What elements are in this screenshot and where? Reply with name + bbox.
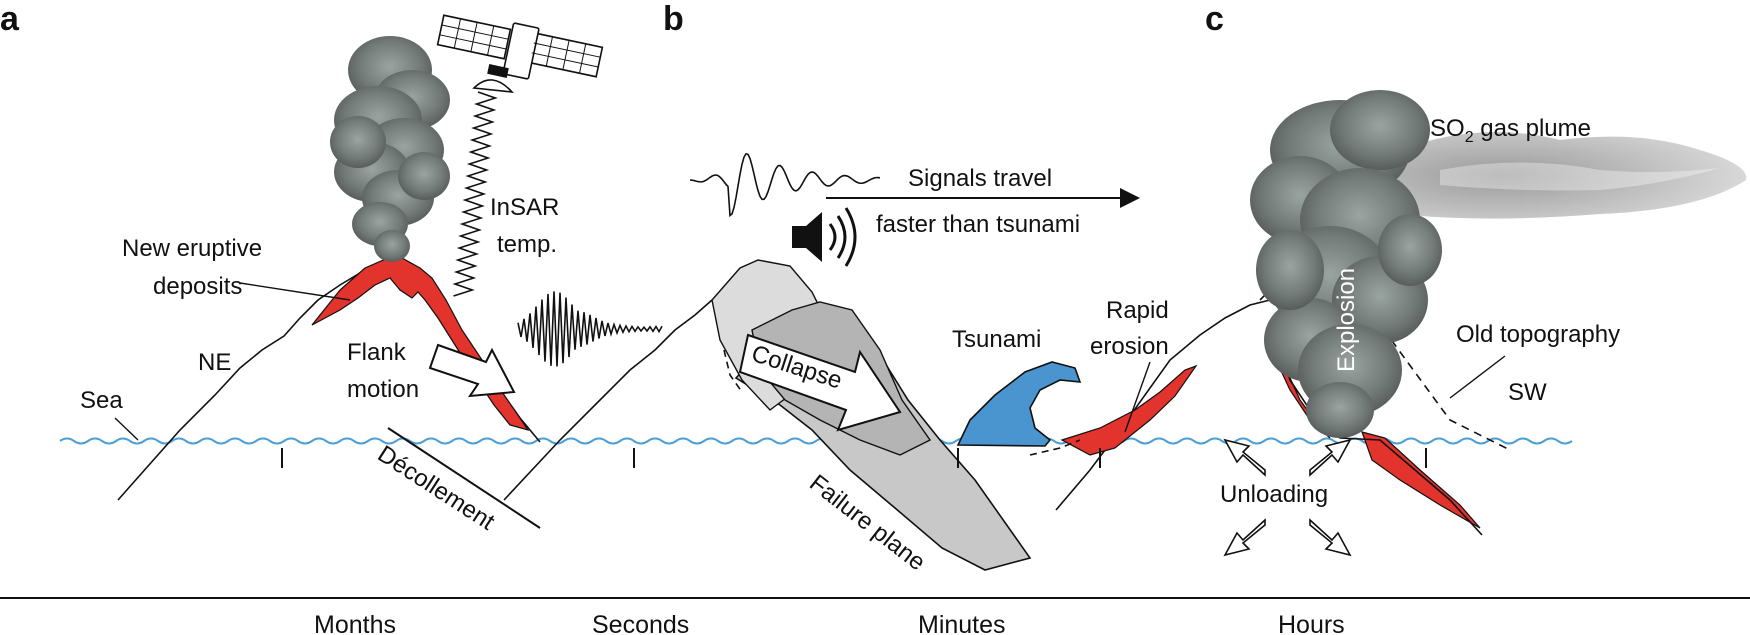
satellite-icon	[436, 14, 604, 94]
seismogram-a	[517, 291, 663, 367]
old-slope-dashed	[723, 349, 743, 393]
rapid-erosion-deposit	[1060, 364, 1198, 456]
so2-gas-plume	[1397, 132, 1747, 219]
insar-signal-zigzag	[452, 91, 498, 297]
leader-sea	[114, 417, 139, 441]
label-so2-subscript: 2	[1465, 129, 1474, 146]
panel-c: Explosion SO2 gas plume Rapid erosion Ol…	[1029, 90, 1747, 557]
eruption-plume-a	[330, 36, 450, 262]
label-flank-2: motion	[347, 376, 419, 403]
label-sw: SW	[1508, 379, 1547, 406]
label-signals-2: faster than tsunami	[876, 211, 1080, 238]
leader-old-topography	[1449, 355, 1506, 399]
explosion-plume	[1250, 90, 1442, 438]
volcano-outline-b	[503, 299, 713, 501]
decollement-line	[387, 427, 541, 529]
tsunami-wave	[956, 361, 1082, 447]
timeline-months: Months	[314, 611, 396, 635]
seismogram-b	[689, 152, 881, 218]
leader-deposits	[239, 282, 351, 301]
crater-red-right	[1361, 431, 1481, 529]
label-rapid-1: Rapid	[1106, 297, 1169, 324]
label-flank-1: Flank	[347, 339, 407, 366]
label-explosion: Explosion	[1333, 268, 1360, 372]
leader-rapid-erosion	[1124, 361, 1151, 433]
timeline-minutes: Minutes	[918, 611, 1006, 635]
label-so2-prefix: SO	[1430, 115, 1465, 142]
panel-letter-c: c	[1205, 0, 1224, 38]
label-signals-1: Signals travel	[908, 165, 1052, 192]
speaker-icon	[792, 207, 857, 267]
unloading-arrows	[1223, 438, 1352, 557]
collapse-arrow	[738, 333, 902, 432]
label-sea: Sea	[80, 387, 123, 414]
flank-motion-arrow	[428, 343, 516, 398]
label-so2-suffix: gas plume	[1474, 115, 1591, 142]
timeline-hours: Hours	[1278, 611, 1345, 635]
label-ne: NE	[198, 349, 231, 376]
erosion-dashed	[1029, 439, 1081, 456]
label-new-eruptive-2: deposits	[153, 273, 242, 300]
sea-wave-line	[59, 437, 1573, 445]
panel-letter-a: a	[0, 0, 20, 38]
label-insar-1: InSAR	[490, 194, 559, 221]
label-old-topography: Old topography	[1456, 321, 1620, 348]
panel-b: Collapse Failure plane Tsunami Signals t…	[503, 152, 1140, 576]
label-insar-2: temp.	[497, 231, 557, 258]
timeline-seconds: Seconds	[592, 611, 689, 635]
panel-letter-b: b	[663, 0, 684, 38]
eruptive-deposits	[311, 257, 530, 432]
label-rapid-2: erosion	[1090, 333, 1169, 360]
label-so2-gas-plume: SO2 gas plume	[1430, 115, 1591, 146]
label-unloading: Unloading	[1220, 481, 1328, 508]
label-new-eruptive-1: New eruptive	[122, 235, 262, 262]
label-tsunami: Tsunami	[952, 326, 1041, 353]
